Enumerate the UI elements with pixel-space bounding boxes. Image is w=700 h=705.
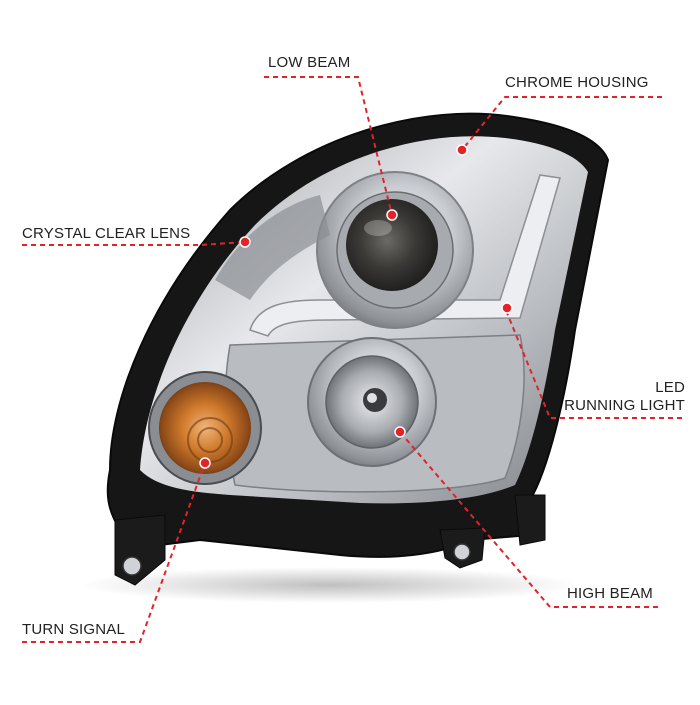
- low-beam-projector-lens: [346, 199, 438, 291]
- callout-label-led-line1: LED: [655, 379, 685, 396]
- callout-lines: [22, 76, 682, 643]
- mounting-bracket-left: [114, 514, 166, 586]
- callout-dot-crystal-clear: [239, 236, 251, 248]
- callout-dots: [199, 144, 513, 469]
- callout-line-led-running: [504, 307, 682, 419]
- callout-label-led-running-light: LED RUNNING LIGHT: [555, 379, 685, 415]
- callout-label-low-beam: LOW BEAM: [268, 54, 351, 71]
- callout-label-chrome-housing: CHROME HOUSING: [505, 74, 649, 91]
- callout-line-chrome-housing: [461, 96, 662, 151]
- callout-line-crystal-clear: [22, 241, 246, 246]
- callout-label-turn-signal: TURN SIGNAL: [22, 621, 126, 638]
- callout-label-crystal-clear-lens: CRYSTAL CLEAR LENS: [22, 225, 191, 242]
- floor-shadow: [80, 567, 580, 603]
- callout-dot-low-beam: [386, 209, 398, 221]
- callout-label-high-beam: HIGH BEAM: [567, 585, 653, 602]
- callout-dot-chrome-housing: [456, 144, 468, 156]
- callout-dot-high-beam: [394, 426, 406, 438]
- callout-line-high-beam: [399, 431, 658, 608]
- callout-line-low-beam: [264, 76, 393, 216]
- callout-line-turn-signal: [22, 462, 206, 643]
- mounting-bracket-right: [514, 494, 546, 546]
- mounting-bracket-middle: [439, 527, 486, 569]
- left-reflector-detail: [215, 195, 330, 300]
- callout-dot-led-running: [501, 302, 513, 314]
- callout-label-led-line2: RUNNING LIGHT: [564, 397, 685, 414]
- callout-dot-turn-signal: [199, 457, 211, 469]
